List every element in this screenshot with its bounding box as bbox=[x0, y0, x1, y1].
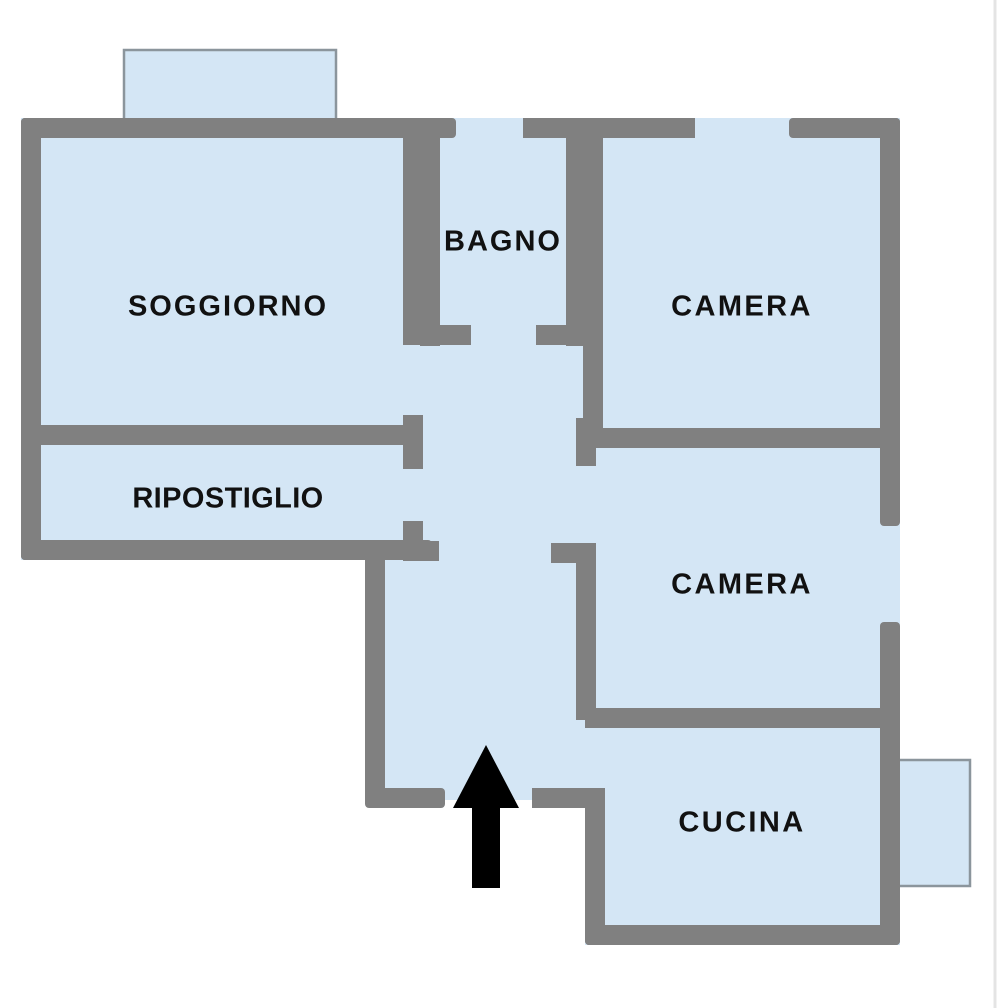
floor-fill-corridor bbox=[365, 560, 585, 800]
wall-exterior-left bbox=[21, 118, 41, 560]
wall-soggiorno-ripostiglio-divider bbox=[31, 425, 413, 445]
room-label-cucina: CUCINA bbox=[678, 807, 805, 839]
wall-ripostiglio-stub-upper bbox=[403, 415, 423, 469]
wall-camera2-cucina-divider bbox=[585, 708, 890, 728]
wall-exterior-right-lower bbox=[880, 622, 900, 945]
room-labels-group: SOGGIORNO RIPOSTIGLIO BAGNO CAMERA CAMER… bbox=[128, 226, 813, 839]
floor-fill-group bbox=[21, 118, 900, 945]
walls-group bbox=[21, 118, 900, 945]
room-label-camera-2: CAMERA bbox=[671, 569, 813, 601]
wall-ripostiglio-bottom-stub bbox=[403, 541, 439, 561]
wall-exterior-bottom-left bbox=[21, 540, 432, 560]
wall-camera1-left bbox=[583, 128, 603, 428]
wall-exterior-top-right bbox=[789, 118, 900, 138]
room-label-camera-1: CAMERA bbox=[671, 291, 813, 323]
wall-bagno-right-stub bbox=[536, 325, 586, 345]
wall-exterior-right-upper bbox=[880, 118, 900, 526]
wall-bagno-left bbox=[420, 128, 440, 346]
wall-cucina-left-vertical bbox=[585, 790, 605, 930]
wall-bagno-right bbox=[566, 128, 586, 346]
room-label-bagno: BAGNO bbox=[444, 226, 562, 258]
balcony-soggiorno bbox=[122, 48, 338, 128]
wall-camera1-divider-stub bbox=[576, 418, 596, 466]
entrance-arrow-group bbox=[453, 745, 519, 888]
wall-bagno-left-stub bbox=[403, 325, 471, 345]
wall-camera2-left bbox=[576, 543, 596, 720]
room-label-ripostiglio: RIPOSTIGLIO bbox=[132, 483, 323, 515]
wall-exterior-bottom-right bbox=[585, 925, 900, 945]
wall-camera2-door-stub-top bbox=[551, 543, 596, 563]
wall-camera1-camera2-divider bbox=[583, 428, 890, 448]
wall-exterior-corridor-left bbox=[365, 540, 385, 800]
entrance-arrow-icon bbox=[453, 745, 519, 888]
wall-exterior-top-left bbox=[21, 118, 456, 138]
wall-soggiorno-right-upper bbox=[403, 128, 423, 342]
wall-exterior-top-mid bbox=[523, 118, 695, 138]
room-label-soggiorno: SOGGIORNO bbox=[128, 291, 328, 323]
wall-exterior-corridor-bottom-left bbox=[365, 788, 445, 808]
balcony-group bbox=[122, 48, 972, 888]
floor-fill-main bbox=[21, 118, 900, 945]
